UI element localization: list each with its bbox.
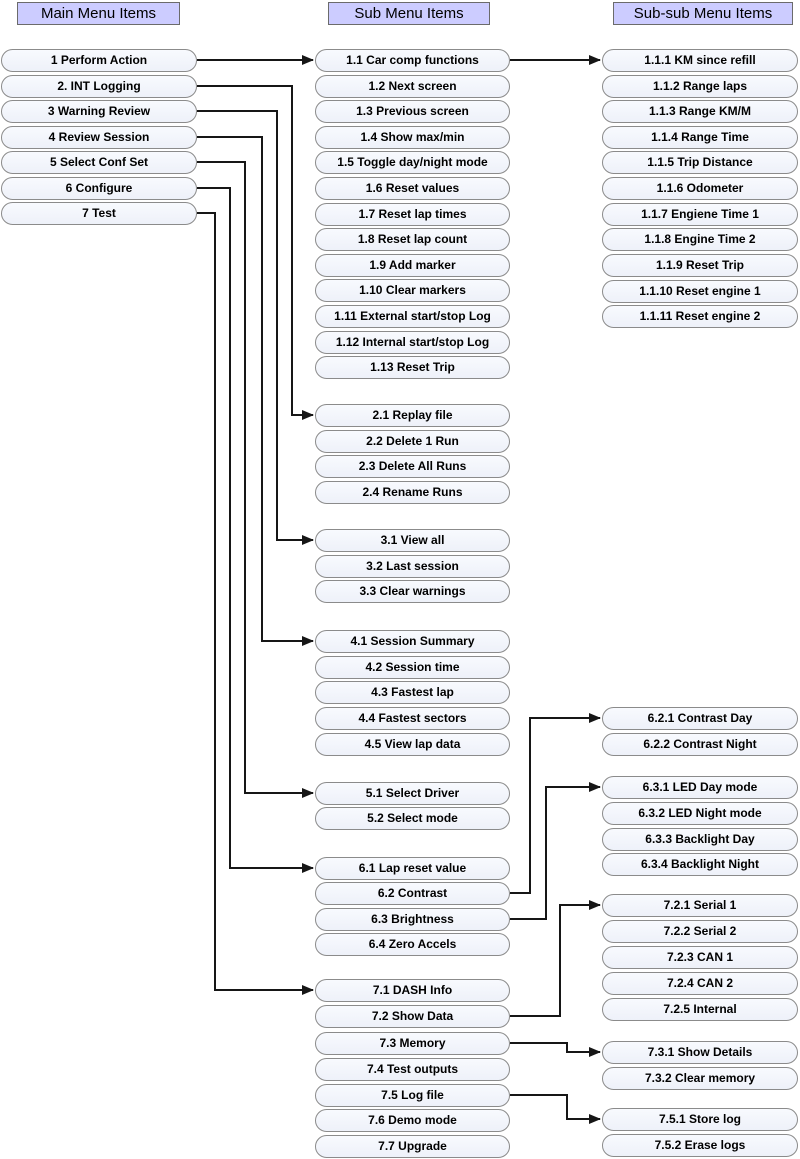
menu-item-1-12: 1.12 Internal start/stop Log (315, 330, 510, 354)
menu-item-4: 4 Review Session (1, 125, 197, 149)
menu-item-7-1: 7.1 DASH Info (315, 978, 510, 1002)
menu-item-1-2: 1.2 Next screen (315, 74, 510, 98)
column-header-sub-sub-menu: Sub-sub Menu Items (613, 2, 793, 25)
menu-item-2-2: 2.2 Delete 1 Run (315, 429, 510, 453)
menu-item-7-6: 7.6 Demo mode (315, 1108, 510, 1132)
connector-sub-7-5-to-7-5-1 (510, 1094, 601, 1124)
connector-sub-7-2-to-7-2-1 (510, 900, 601, 1017)
menu-item-1-1: 1.1 Car comp functions (315, 48, 510, 72)
menu-item-6-1: 6.1 Lap reset value (315, 856, 510, 880)
menu-item-6-4: 6.4 Zero Accels (315, 932, 510, 956)
menu-item-7-5-1: 7.5.1 Store log (602, 1107, 798, 1131)
menu-item-1-8: 1.8 Reset lap count (315, 227, 510, 251)
menu-item-7-2-5: 7.2.5 Internal (602, 997, 798, 1021)
menu-item-7-3: 7.3 Memory (315, 1031, 510, 1055)
menu-item-1-1-6: 1.1.6 Odometer (602, 176, 798, 200)
menu-item-1-11: 1.11 External start/stop Log (315, 304, 510, 328)
menu-item-1-1-10: 1.1.10 Reset engine 1 (602, 279, 798, 303)
connector-main-7-to-7-1 (197, 212, 314, 995)
column-header-main-menu: Main Menu Items (17, 2, 180, 25)
menu-item-7-7: 7.7 Upgrade (315, 1134, 510, 1158)
menu-item-1-1-2: 1.1.2 Range laps (602, 74, 798, 98)
menu-item-1-1-7: 1.1.7 Engiene Time 1 (602, 202, 798, 226)
menu-item-7-2-1: 7.2.1 Serial 1 (602, 893, 798, 917)
connector-main-6-to-6-1 (197, 187, 314, 873)
menu-item-7-2-3: 7.2.3 CAN 1 (602, 945, 798, 969)
menu-item-1-3: 1.3 Previous screen (315, 99, 510, 123)
menu-item-7-2: 7.2 Show Data (315, 1004, 510, 1028)
menu-item-1-6: 1.6 Reset values (315, 176, 510, 200)
menu-item-7: 7 Test (1, 201, 197, 225)
menu-item-6-2-1: 6.2.1 Contrast Day (602, 706, 798, 730)
menu-item-7-2-2: 7.2.2 Serial 2 (602, 919, 798, 943)
menu-item-6-3-4: 6.3.4 Backlight Night (602, 852, 798, 876)
menu-item-1-1-9: 1.1.9 Reset Trip (602, 253, 798, 277)
menu-item-6-2-2: 6.2.2 Contrast Night (602, 732, 798, 756)
menu-item-4-4: 4.4 Fastest sectors (315, 706, 510, 730)
menu-item-4-1: 4.1 Session Summary (315, 629, 510, 653)
connector-main-2-to-2-1 (197, 85, 314, 420)
connector-main-4-to-4-1 (197, 136, 314, 646)
menu-item-7-5-2: 7.5.2 Erase logs (602, 1133, 798, 1157)
menu-item-1-1-4: 1.1.4 Range Time (602, 125, 798, 149)
menu-item-3: 3 Warning Review (1, 99, 197, 123)
menu-item-1: 1 Perform Action (1, 48, 197, 72)
connector-sub-6-3-to-6-3-1 (510, 782, 601, 920)
menu-item-4-2: 4.2 Session time (315, 655, 510, 679)
column-header-sub-menu: Sub Menu Items (328, 2, 490, 25)
menu-item-6-3-2: 6.3.2 LED Night mode (602, 801, 798, 825)
menu-item-1-9: 1.9 Add marker (315, 253, 510, 277)
menu-item-6-3-3: 6.3.3 Backlight Day (602, 827, 798, 851)
menu-item-4-5: 4.5 View lap data (315, 732, 510, 756)
menu-item-6-2: 6.2 Contrast (315, 881, 510, 905)
menu-item-7-2-4: 7.2.4 CAN 2 (602, 971, 798, 995)
menu-item-3-1: 3.1 View all (315, 528, 510, 552)
menu-item-7-3-1: 7.3.1 Show Details (602, 1040, 798, 1064)
menu-item-1-4: 1.4 Show max/min (315, 125, 510, 149)
menu-item-1-5: 1.5 Toggle day/night mode (315, 150, 510, 174)
menu-item-7-5: 7.5 Log file (315, 1083, 510, 1107)
menu-item-1-7: 1.7 Reset lap times (315, 202, 510, 226)
menu-item-2-1: 2.1 Replay file (315, 403, 510, 427)
connector-main-5-to-5-1 (197, 161, 314, 798)
menu-item-3-3: 3.3 Clear warnings (315, 579, 510, 603)
menu-item-5: 5 Select Conf Set (1, 150, 197, 174)
menu-item-1-1-5: 1.1.5 Trip Distance (602, 150, 798, 174)
connector-main-3-to-3-1 (197, 110, 314, 545)
menu-item-3-2: 3.2 Last session (315, 554, 510, 578)
menu-item-6-3: 6.3 Brightness (315, 907, 510, 931)
menu-item-6-3-1: 6.3.1 LED Day mode (602, 775, 798, 799)
menu-item-7-4: 7.4 Test outputs (315, 1057, 510, 1081)
menu-item-2-4: 2.4 Rename Runs (315, 480, 510, 504)
menu-item-1-1-8: 1.1.8 Engine Time 2 (602, 227, 798, 251)
menu-item-2-3: 2.3 Delete All Runs (315, 454, 510, 478)
menu-item-5-2: 5.2 Select mode (315, 806, 510, 830)
menu-item-1-13: 1.13 Reset Trip (315, 355, 510, 379)
menu-item-5-1: 5.1 Select Driver (315, 781, 510, 805)
menu-item-1-1-3: 1.1.3 Range KM/M (602, 99, 798, 123)
menu-item-1-10: 1.10 Clear markers (315, 278, 510, 302)
menu-item-2: 2. INT Logging (1, 74, 197, 98)
menu-item-4-3: 4.3 Fastest lap (315, 680, 510, 704)
menu-item-1-1-11: 1.1.11 Reset engine 2 (602, 304, 798, 328)
connector-sub-6-2-to-6-2-1 (510, 713, 601, 894)
menu-item-1-1-1: 1.1.1 KM since refill (602, 48, 798, 72)
menu-item-6: 6 Configure (1, 176, 197, 200)
connector-sub-7-3-to-7-3-1 (510, 1042, 601, 1057)
menu-item-7-3-2: 7.3.2 Clear memory (602, 1066, 798, 1090)
